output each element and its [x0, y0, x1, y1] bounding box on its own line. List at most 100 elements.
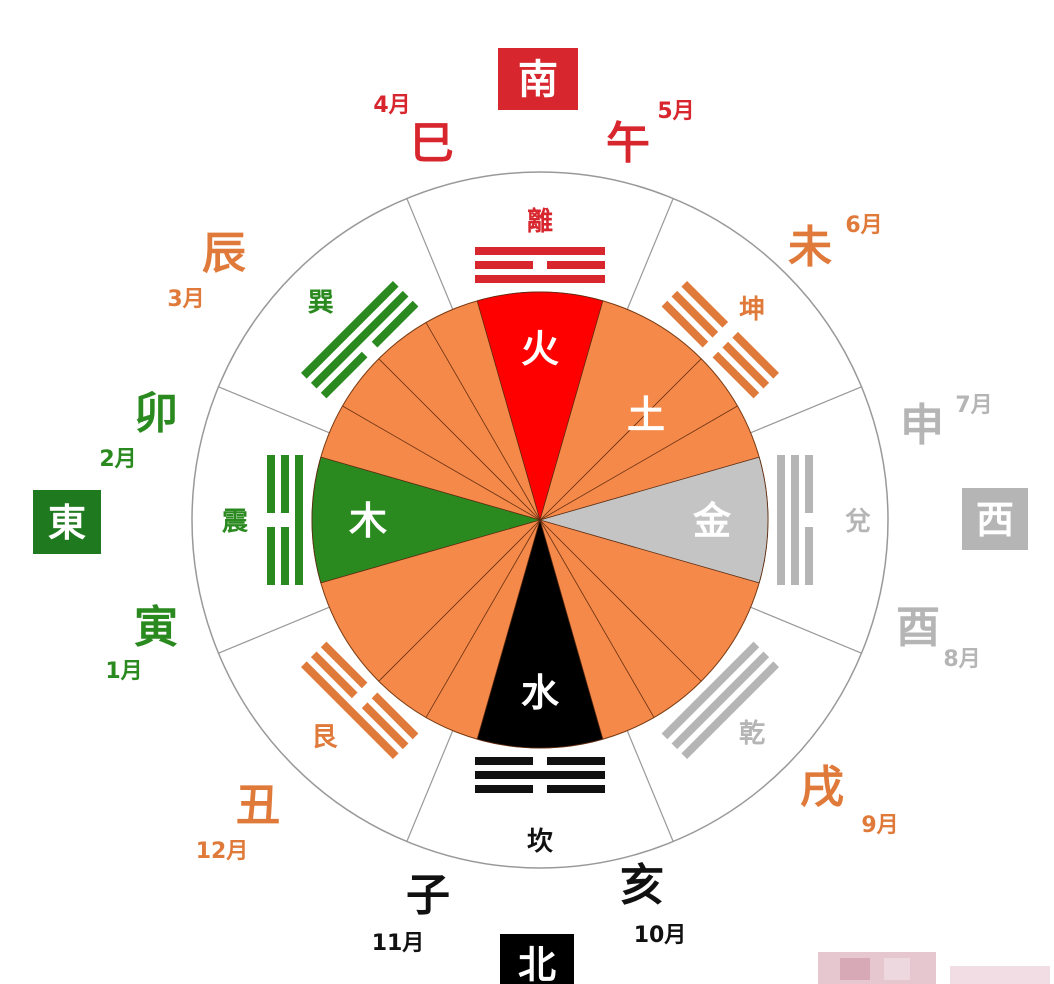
direction-south: 南 [498, 48, 578, 110]
branch-month: 5月 [657, 99, 694, 124]
fire-wedge [476, 291, 604, 522]
yin-line [681, 280, 729, 328]
branch-char: 午 [606, 118, 650, 169]
ring-divider [218, 605, 333, 654]
yang-line [475, 771, 605, 779]
pie-divider [425, 519, 541, 718]
branch-char: 丑 [236, 780, 280, 831]
yang-line [681, 661, 780, 760]
yang-line [475, 247, 605, 255]
wood-label: 木 [349, 499, 387, 543]
zhen-trigram-label: 震 [222, 507, 249, 537]
kun-trigram: 坤 [661, 280, 780, 399]
yin-line [320, 351, 368, 399]
ring-divider [747, 386, 862, 435]
pie-divider [378, 519, 541, 682]
pie-divider [539, 519, 702, 682]
yin-line [371, 692, 419, 740]
yang-line [310, 290, 409, 389]
pie-divider [539, 519, 655, 718]
yin-line [475, 261, 533, 269]
branch-char: 辰 [202, 228, 246, 279]
yin-line [361, 702, 409, 750]
branch-char: 申 [900, 400, 944, 451]
branch-si: 巳4月 [373, 93, 454, 169]
li-trigram-label: 離 [527, 206, 553, 237]
yin-line [281, 455, 289, 513]
direction-south-label: 南 [518, 57, 558, 103]
branch-month: 11月 [372, 931, 425, 956]
direction-east-label: 東 [48, 501, 86, 545]
yin-line [547, 261, 605, 269]
branch-shen: 申 7月 [900, 393, 993, 451]
branch-wu: 午 5月 [606, 99, 695, 169]
li-trigram: 離 [475, 206, 605, 283]
earth-label: 土 [627, 393, 665, 437]
branch-month: 8月 [943, 647, 980, 672]
ring-divider [625, 727, 674, 842]
yang-line [300, 280, 399, 379]
ring-divider [406, 198, 455, 313]
branch-month: 4月 [373, 93, 410, 118]
fire-label: 火 [521, 327, 559, 371]
branch-month: 6月 [845, 213, 882, 238]
pie-divider [425, 322, 541, 521]
qian-trigram: 乾 [661, 641, 780, 760]
branch-month: 1月 [105, 659, 142, 684]
yin-line [732, 331, 780, 379]
branch-month: 2月 [99, 447, 136, 472]
yang-line [300, 661, 399, 760]
branch-month: 7月 [955, 393, 992, 418]
ring-divider [747, 605, 862, 654]
kan-trigram-label: 坎 [527, 827, 553, 857]
branch-char: 戌 [800, 762, 844, 813]
branch-month: 12月 [196, 839, 249, 864]
branch-month: 10月 [634, 923, 687, 948]
branch-chou: 丑 12月 [196, 780, 280, 864]
yang-line [671, 651, 770, 750]
yin-line [547, 785, 605, 793]
yin-line [267, 455, 275, 513]
direction-west: 西 [962, 488, 1028, 550]
dui-trigram: 兌 [777, 455, 871, 585]
yin-line [310, 651, 358, 699]
gen-trigram: 艮 [300, 641, 419, 760]
yin-line [547, 757, 605, 765]
branch-month: 9月 [861, 813, 898, 838]
yang-line [295, 455, 303, 585]
yin-line [671, 290, 719, 338]
dui-trigram-label: 兌 [845, 507, 871, 537]
yang-line [777, 455, 785, 585]
branch-yin: 寅1月 [105, 602, 178, 684]
branch-mao: 卯 2月 [99, 388, 178, 472]
ring-dividers [218, 198, 862, 842]
branch-char: 卯 [134, 388, 178, 439]
ring-divider [625, 198, 674, 313]
yin-line [712, 351, 760, 399]
yin-line [281, 527, 289, 585]
branch-char: 酉 [896, 602, 940, 653]
ring-divider [406, 727, 455, 842]
branch-chen: 辰 3月 [167, 228, 246, 312]
branch-month: 3月 [167, 287, 204, 312]
branch-xu: 戌 9月 [800, 762, 899, 838]
pie-divider [378, 358, 541, 521]
metal-wedge [538, 456, 769, 584]
yang-line [475, 275, 605, 283]
pie-divider [539, 358, 702, 521]
wood-wedge [311, 456, 542, 584]
gen-trigram-label: 艮 [311, 723, 338, 753]
yin-line [371, 300, 419, 348]
pie-divider [539, 405, 738, 521]
yin-line [475, 757, 533, 765]
kun-trigram-label: 坤 [739, 295, 765, 325]
kan-trigram: 坎 [475, 757, 605, 857]
yang-line [791, 455, 799, 585]
yin-line [805, 527, 813, 585]
xun-trigram-label: 巽 [308, 288, 334, 318]
yin-line [320, 641, 368, 689]
